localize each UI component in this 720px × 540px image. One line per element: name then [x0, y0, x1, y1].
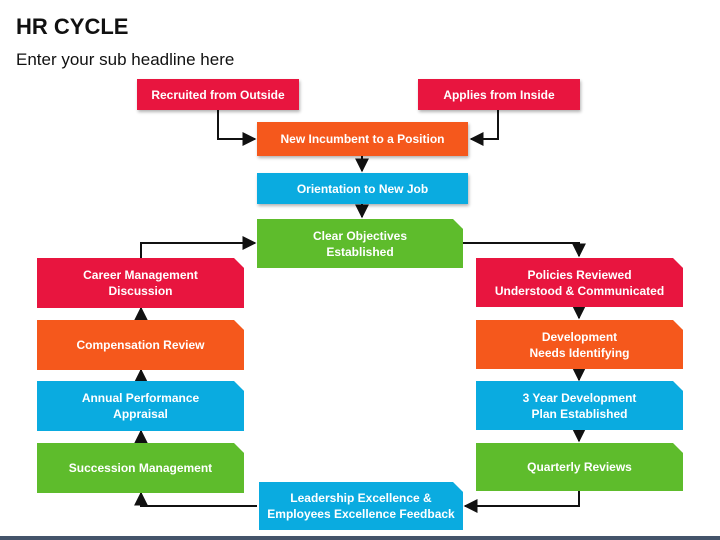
annual-appraisal-box: Annual Performance Appraisal — [37, 381, 244, 431]
applies-from-inside-box: Applies from Inside — [418, 79, 580, 110]
arrow-leadership-to-succession — [134, 491, 257, 507]
arrow-career-to-objectives — [140, 236, 257, 258]
clear-objectives-box: Clear Objectives Established — [257, 219, 463, 268]
leadership-feedback-box: Leadership Excellence & Employees Excell… — [259, 482, 463, 530]
development-needs-box: Development Needs Identifying — [476, 320, 683, 369]
arrow-objectives-to-policies — [463, 242, 586, 258]
succession-management-box: Succession Management — [37, 443, 244, 493]
compensation-review-box: Compensation Review — [37, 320, 244, 370]
arrow-applies-to-incumbent — [469, 110, 499, 146]
quarterly-reviews-box: Quarterly Reviews — [476, 443, 683, 491]
arrow-recruited-to-incumbent — [217, 110, 257, 146]
career-management-box: Career Management Discussion — [37, 258, 244, 308]
orientation-box: Orientation to New Job — [257, 173, 468, 204]
page-title: HR CYCLE — [16, 14, 129, 39]
new-incumbent-box: New Incumbent to a Position — [257, 122, 468, 156]
arrow-quarterly-to-leadership — [463, 491, 580, 513]
page-subtitle: Enter your sub headline here — [16, 50, 235, 69]
recruited-from-outside-box: Recruited from Outside — [137, 79, 299, 110]
development-plan-box: 3 Year Development Plan Established — [476, 381, 683, 430]
footer-bar — [0, 536, 720, 540]
policies-reviewed-box: Policies Reviewed Understood & Communica… — [476, 258, 683, 307]
